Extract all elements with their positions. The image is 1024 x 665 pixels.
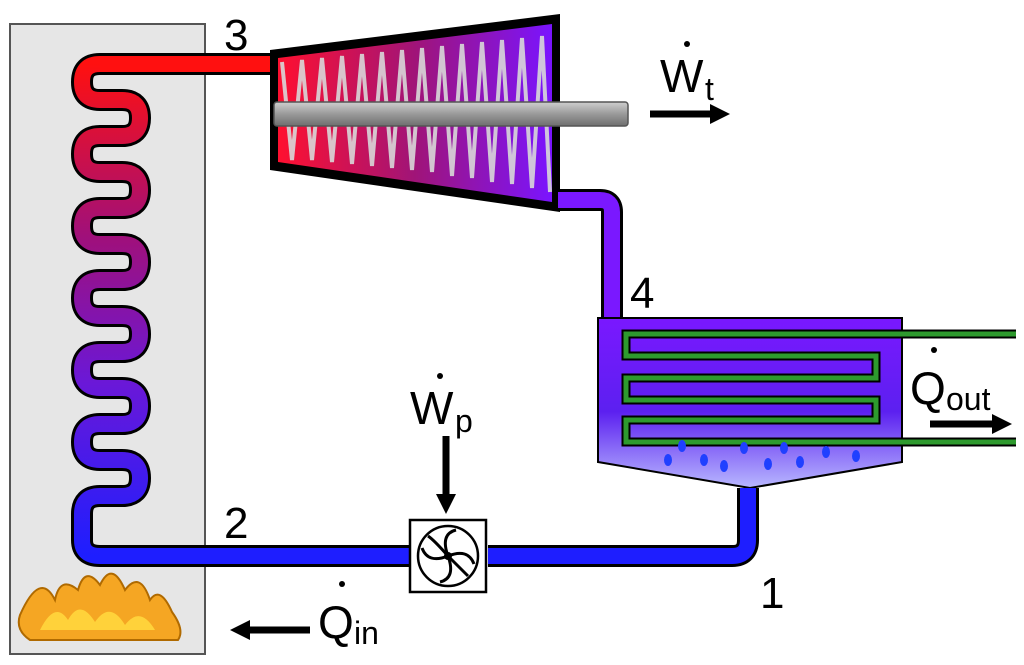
turbine: [270, 14, 629, 212]
heat-out-subscript: out: [946, 381, 991, 417]
pipe-turbine-to-condenser: [558, 189, 623, 320]
heat-out-label: Q out: [910, 347, 991, 417]
condenser: [597, 317, 1016, 490]
flame-icon: [17, 572, 182, 641]
state-label-2: 2: [224, 499, 248, 548]
heat-in-symbol: Q: [318, 596, 354, 648]
condensate-droplets: [664, 440, 860, 472]
state-label-1: 1: [760, 569, 784, 618]
pump-fan-icon: [408, 518, 488, 594]
pipe-condenser-to-pump: [488, 488, 759, 567]
state-label-4: 4: [630, 269, 654, 318]
heat-out-symbol: Q: [910, 362, 946, 414]
state-label-3: 3: [224, 11, 248, 60]
turbine-work-symbol: W: [660, 50, 704, 102]
pump-work-symbol: W: [410, 382, 454, 434]
pump-work-subscript: p: [455, 403, 473, 439]
turbine-shaft: [273, 101, 629, 127]
heat-in-subscript: in: [354, 615, 379, 651]
heat-in-label: Q in: [318, 581, 379, 651]
pump-work-label: W p: [410, 373, 473, 439]
turbine-work-subscript: t: [705, 71, 714, 107]
arrow-icon: [230, 104, 1012, 640]
turbine-work-label: W t: [660, 41, 714, 107]
